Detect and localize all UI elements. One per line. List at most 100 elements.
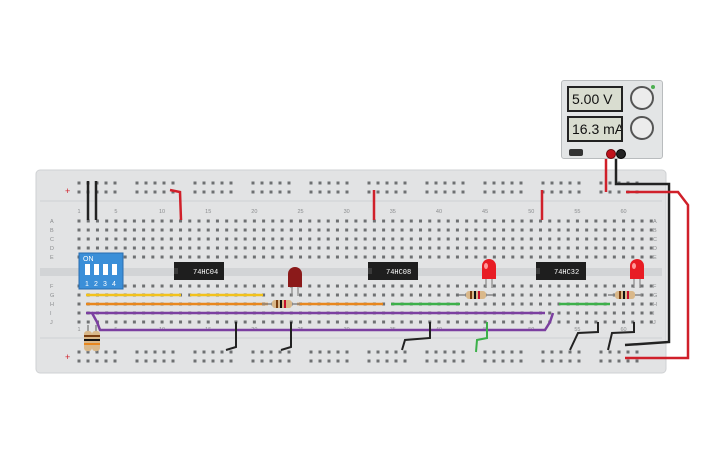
breadboard-hole[interactable]	[577, 350, 581, 354]
breadboard-hole[interactable]	[104, 359, 108, 363]
breadboard-hole[interactable]	[326, 284, 330, 288]
breadboard-hole[interactable]	[400, 246, 404, 250]
breadboard-hole[interactable]	[640, 302, 644, 306]
breadboard-hole[interactable]	[548, 302, 552, 306]
breadboard-hole[interactable]	[575, 237, 579, 241]
breadboard-hole[interactable]	[428, 237, 432, 241]
breadboard-hole[interactable]	[575, 293, 579, 297]
breadboard-hole[interactable]	[501, 359, 505, 363]
breadboard-hole[interactable]	[492, 190, 496, 194]
breadboard-hole[interactable]	[594, 219, 598, 223]
breadboard-hole[interactable]	[77, 219, 81, 223]
breadboard-hole[interactable]	[278, 181, 282, 185]
breadboard-hole[interactable]	[400, 293, 404, 297]
breadboard-hole[interactable]	[376, 359, 380, 363]
breadboard-hole[interactable]	[557, 284, 561, 288]
breadboard-hole[interactable]	[391, 237, 395, 241]
breadboard-hole[interactable]	[502, 246, 506, 250]
breadboard-hole[interactable]	[193, 190, 197, 194]
breadboard-hole[interactable]	[419, 219, 423, 223]
breadboard-hole[interactable]	[114, 237, 118, 241]
breadboard-hole[interactable]	[483, 255, 487, 259]
breadboard-hole[interactable]	[86, 237, 90, 241]
breadboard-hole[interactable]	[631, 302, 635, 306]
breadboard-hole[interactable]	[400, 228, 404, 232]
breadboard-hole[interactable]	[483, 237, 487, 241]
breadboard-hole[interactable]	[287, 181, 291, 185]
breadboard-hole[interactable]	[144, 350, 148, 354]
breadboard-hole[interactable]	[132, 219, 136, 223]
breadboard-hole[interactable]	[649, 302, 653, 306]
breadboard-hole[interactable]	[367, 350, 371, 354]
breadboard-hole[interactable]	[520, 293, 524, 297]
breadboard-hole[interactable]	[557, 302, 561, 306]
breadboard-hole[interactable]	[151, 284, 155, 288]
breadboard-hole[interactable]	[409, 237, 413, 241]
breadboard-hole[interactable]	[229, 350, 233, 354]
breadboard-hole[interactable]	[446, 228, 450, 232]
breadboard-hole[interactable]	[511, 246, 515, 250]
breadboard-hole[interactable]	[548, 228, 552, 232]
breadboard-hole[interactable]	[409, 246, 413, 250]
breadboard-hole[interactable]	[104, 181, 108, 185]
breadboard-hole[interactable]	[363, 237, 367, 241]
breadboard-hole[interactable]	[215, 228, 219, 232]
breadboard-hole[interactable]	[599, 359, 603, 363]
breadboard-hole[interactable]	[243, 237, 247, 241]
breadboard-hole[interactable]	[287, 359, 291, 363]
breadboard-hole[interactable]	[86, 359, 90, 363]
breadboard-hole[interactable]	[169, 237, 173, 241]
breadboard-hole[interactable]	[434, 181, 438, 185]
breadboard-hole[interactable]	[529, 293, 533, 297]
breadboard-hole[interactable]	[77, 246, 81, 250]
breadboard-hole[interactable]	[594, 320, 598, 324]
breadboard-hole[interactable]	[622, 311, 626, 315]
breadboard-hole[interactable]	[465, 255, 469, 259]
breadboard-hole[interactable]	[455, 246, 459, 250]
breadboard-hole[interactable]	[309, 190, 313, 194]
breadboard-hole[interactable]	[308, 246, 312, 250]
breadboard-hole[interactable]	[372, 255, 376, 259]
breadboard-hole[interactable]	[622, 228, 626, 232]
breadboard-hole[interactable]	[318, 350, 322, 354]
breadboard-hole[interactable]	[95, 219, 99, 223]
breadboard-hole[interactable]	[455, 284, 459, 288]
breadboard-hole[interactable]	[391, 284, 395, 288]
breadboard-hole[interactable]	[465, 237, 469, 241]
breadboard-hole[interactable]	[171, 181, 175, 185]
breadboard-hole[interactable]	[197, 255, 201, 259]
breadboard-hole[interactable]	[317, 219, 321, 223]
breadboard-hole[interactable]	[197, 228, 201, 232]
breadboard-hole[interactable]	[437, 284, 441, 288]
breadboard-hole[interactable]	[483, 181, 487, 185]
breadboard-hole[interactable]	[354, 228, 358, 232]
breadboard-hole[interactable]	[95, 359, 99, 363]
breadboard-hole[interactable]	[280, 320, 284, 324]
breadboard-hole[interactable]	[529, 255, 533, 259]
breadboard-hole[interactable]	[225, 284, 229, 288]
breadboard-hole[interactable]	[631, 219, 635, 223]
breadboard-hole[interactable]	[557, 219, 561, 223]
breadboard-hole[interactable]	[179, 246, 183, 250]
breadboard-hole[interactable]	[539, 228, 542, 232]
breadboard-hole[interactable]	[559, 350, 563, 354]
breadboard-hole[interactable]	[335, 237, 339, 241]
breadboard-hole[interactable]	[114, 228, 118, 232]
breadboard-hole[interactable]	[635, 359, 639, 363]
breadboard-hole[interactable]	[594, 237, 598, 241]
breadboard-hole[interactable]	[474, 284, 478, 288]
breadboard-hole[interactable]	[446, 237, 450, 241]
breadboard-hole[interactable]	[345, 246, 349, 250]
breadboard-hole[interactable]	[215, 255, 219, 259]
breadboard-hole[interactable]	[372, 320, 376, 324]
breadboard-hole[interactable]	[635, 350, 639, 354]
breadboard-hole[interactable]	[252, 237, 256, 241]
resistor[interactable]	[608, 291, 642, 299]
breadboard-hole[interactable]	[577, 190, 581, 194]
breadboard-hole[interactable]	[391, 219, 395, 223]
breadboard-hole[interactable]	[428, 219, 432, 223]
wire-red[interactable]	[169, 188, 183, 221]
breadboard-hole[interactable]	[520, 237, 524, 241]
wire-black[interactable]	[401, 322, 431, 351]
breadboard-hole[interactable]	[269, 359, 273, 363]
